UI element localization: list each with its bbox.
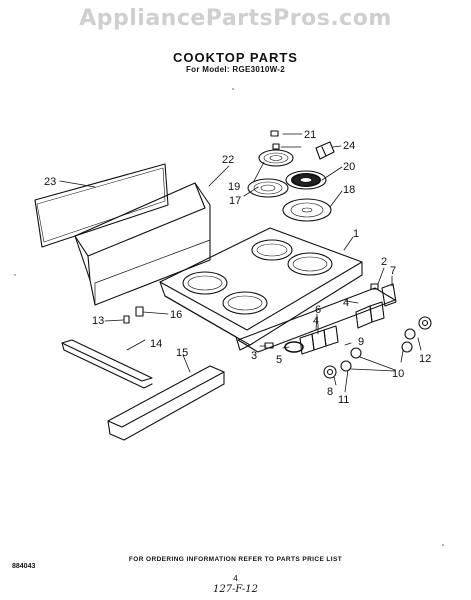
part-21-clip [270, 130, 280, 150]
callout-16: 16 [170, 309, 182, 321]
part-23-back-panel [34, 163, 169, 248]
callout-8: 8 [327, 386, 333, 398]
callout-9: 9 [358, 336, 364, 348]
callout-24: 24 [343, 140, 355, 152]
part-13-bracket [123, 315, 130, 324]
callout-17: 17 [229, 195, 241, 207]
callout-5: 5 [276, 354, 282, 366]
callout-1: 1 [353, 228, 359, 240]
callout-20: 20 [343, 161, 355, 173]
part-14-rail [61, 339, 153, 389]
document-number: 884043 [12, 563, 36, 570]
watermark: AppliancePartsPros.com [79, 6, 392, 31]
callout-13: 13 [92, 315, 104, 327]
ordering-note: FOR ORDERING INFORMATION REFER TO PARTS … [128, 556, 343, 563]
part-16-bracket [135, 306, 144, 317]
leader-lines [59, 133, 422, 393]
part-5-pilot-light [284, 341, 304, 353]
part-4-switch [355, 301, 385, 329]
callout-4-lower: 4 [313, 315, 319, 327]
callout-7: 7 [390, 265, 396, 277]
part-15-front-trim [107, 365, 225, 441]
part-12-knob [418, 316, 432, 330]
callout-labels: 21 24 22 20 23 19 18 17 1 2 7 4 16 13 6 … [44, 129, 431, 406]
part-1-cooktop [159, 227, 363, 351]
callout-19: 19 [228, 181, 240, 193]
model-subtitle: For Model: RGE3010W-2 [185, 65, 286, 74]
part-7-switch [381, 283, 397, 307]
part-10-knob [340, 328, 416, 372]
part-24-terminal-block [315, 141, 335, 160]
callout-10: 10 [392, 368, 404, 380]
scan-specks [14, 88, 444, 546]
callout-3: 3 [251, 350, 257, 362]
callout-12: 12 [419, 353, 431, 365]
callout-15: 15 [176, 347, 188, 359]
part-18-drip-pan [282, 198, 332, 222]
part-20-surface-unit [285, 170, 327, 190]
diagram-title: COOKTOP PARTS [173, 50, 298, 65]
part-19-surface-unit [258, 149, 294, 167]
callout-18: 18 [343, 184, 355, 196]
callout-11: 11 [338, 394, 349, 406]
callout-6: 6 [315, 304, 321, 316]
control-panel-strip [237, 287, 396, 353]
part-8-knob [323, 365, 337, 379]
callout-23: 23 [44, 176, 56, 188]
part-6-switch-row [299, 325, 339, 355]
part-17-surface-unit [247, 178, 289, 198]
part-22-backguard [74, 182, 211, 306]
callout-14: 14 [150, 338, 162, 350]
page-number: 4 [233, 574, 238, 583]
callout-4-upper: 4 [343, 297, 349, 309]
callout-22: 22 [222, 154, 234, 166]
callout-21: 21 [304, 129, 316, 141]
callout-2: 2 [381, 256, 387, 268]
part-2-screw [370, 283, 379, 290]
part-3-screw [264, 342, 274, 349]
handwritten-code: 127-F-12 [212, 584, 259, 595]
